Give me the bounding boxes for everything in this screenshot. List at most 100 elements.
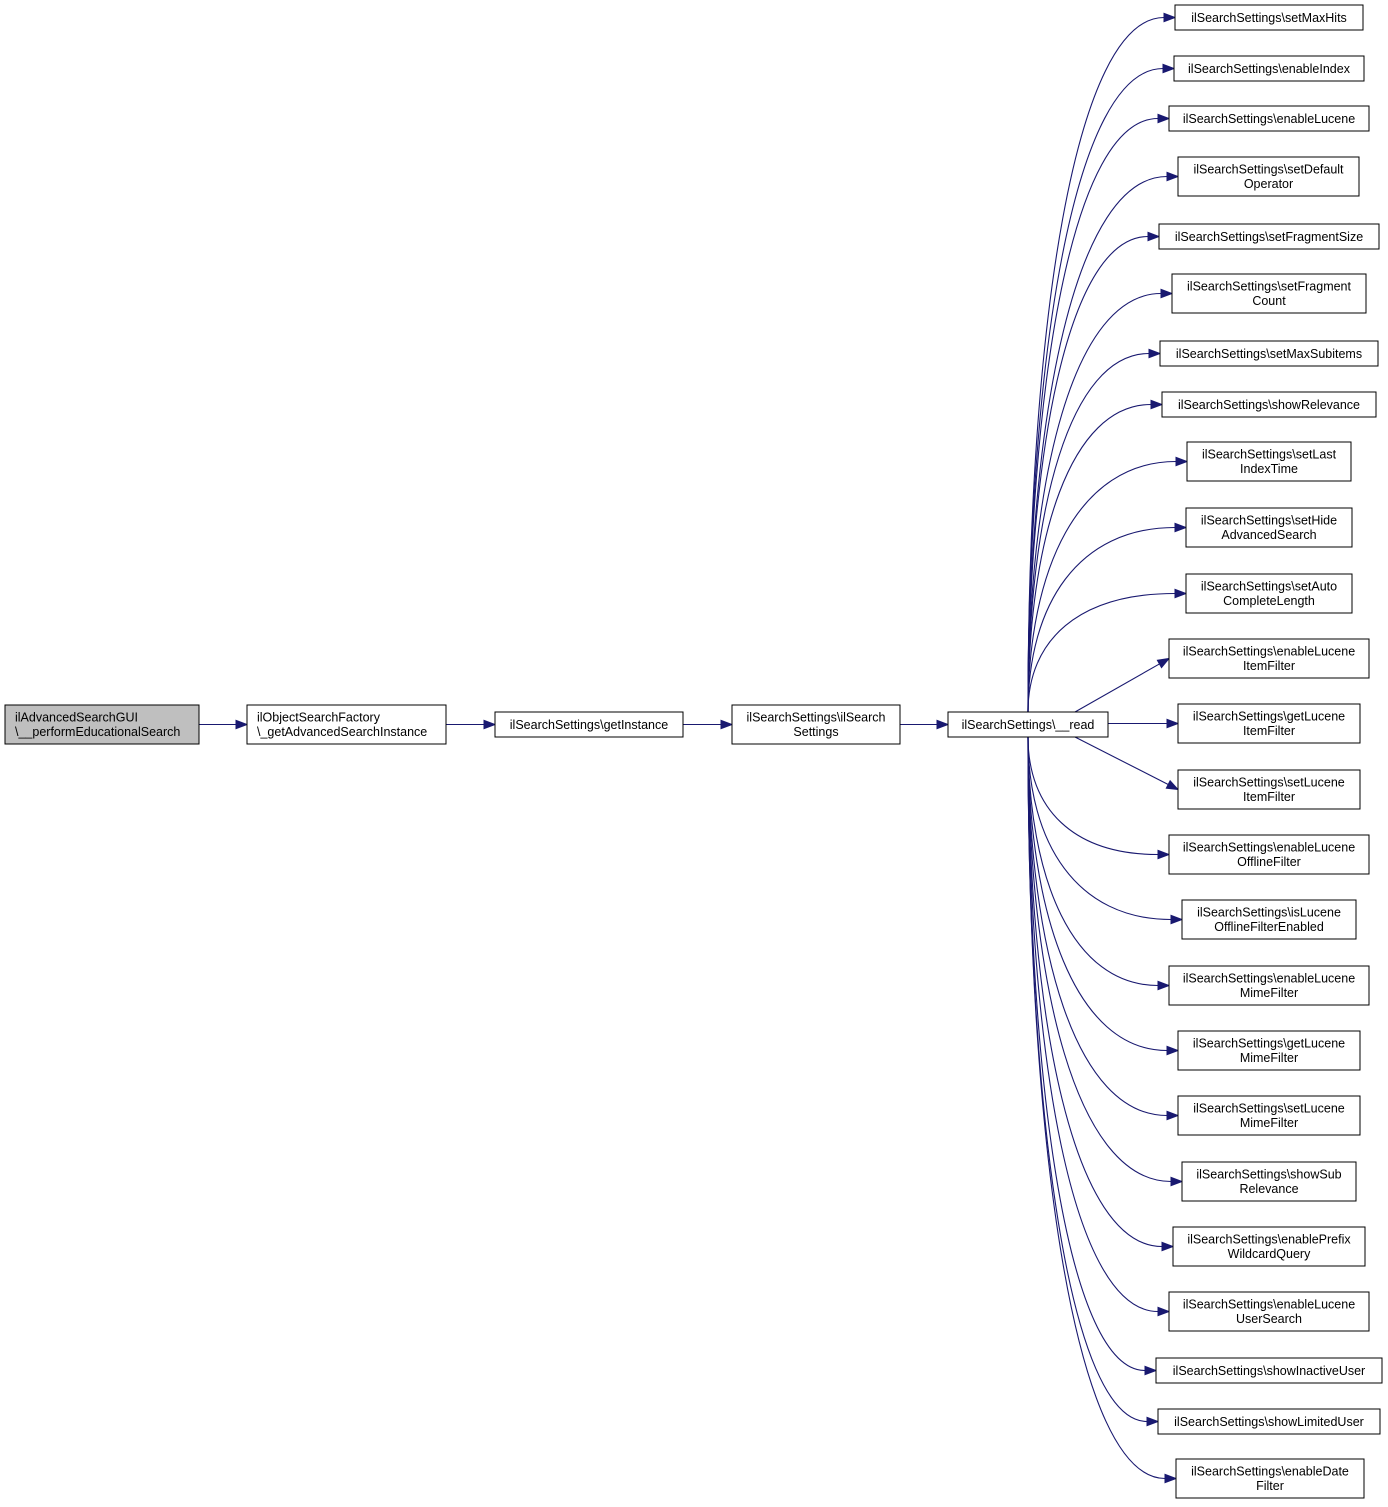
node-label-line: ilSearchSettings\setAuto: [1201, 579, 1337, 593]
edge-read-t14: [1074, 736, 1180, 791]
node-label-line: ilSearchSettings\__read: [962, 718, 1095, 732]
node-box: [1175, 1458, 1365, 1499]
node-label-line: ilSearchSettings\enableLucene: [1183, 644, 1355, 658]
edge-arrowhead: [936, 719, 950, 730]
edge-line: [1027, 736, 1159, 856]
edge-read-t13: [1108, 718, 1180, 729]
node-label-line: ilSearchSettings\showSub: [1196, 1167, 1341, 1181]
node-t01[interactable]: ilSearchSettings\setMaxHits: [1174, 4, 1364, 31]
node-label-line: Filter: [1256, 1479, 1284, 1493]
edge-read-t16: [1027, 736, 1184, 925]
node-label-line: ilSearchSettings\ilSearch: [747, 710, 886, 724]
node-label-line: Relevance: [1239, 1182, 1298, 1196]
edge-arrowhead: [1147, 231, 1161, 242]
edge-arrowhead: [1170, 914, 1184, 925]
edge-arrowhead: [1160, 288, 1174, 299]
edge-line: [1027, 736, 1168, 1052]
edge-arrowhead: [1165, 779, 1180, 791]
node-read[interactable]: ilSearchSettings\__read: [947, 711, 1109, 738]
node-box: [1168, 638, 1370, 679]
node-label-line: UserSearch: [1236, 1312, 1302, 1326]
edge-arrowhead: [1144, 1365, 1158, 1376]
node-t15[interactable]: ilSearchSettings\enableLuceneOfflineFilt…: [1168, 834, 1370, 875]
node-box: [1168, 834, 1370, 875]
node-getInstance[interactable]: ilSearchSettings\getInstance: [494, 711, 684, 738]
node-label-line: ilSearchSettings\getInstance: [510, 718, 668, 732]
edge-line: [1027, 526, 1176, 713]
node-label-line: WildcardQuery: [1228, 1247, 1311, 1261]
node-box: [1155, 1357, 1383, 1384]
edge-line: [1027, 460, 1177, 713]
edge-read-t09: [1027, 456, 1189, 713]
node-label-line: OfflineFilter: [1237, 855, 1301, 869]
node-label-line: ilAdvancedSearchGUI: [15, 710, 138, 724]
edge-read-t05: [1027, 231, 1161, 713]
node-label-line: ilSearchSettings\isLucene: [1197, 905, 1341, 919]
edge-arrowhead: [1164, 1473, 1178, 1484]
node-t23[interactable]: ilSearchSettings\showInactiveUser: [1155, 1357, 1383, 1384]
node-label-line: ItemFilter: [1243, 659, 1295, 673]
node-box: [1158, 223, 1380, 250]
node-label-line: OfflineFilterEnabled: [1214, 920, 1324, 934]
node-box: [1168, 965, 1370, 1006]
node-label-line: AdvancedSearch: [1221, 528, 1316, 542]
edge-line: [1027, 117, 1159, 713]
node-t08[interactable]: ilSearchSettings\showRelevance: [1161, 391, 1377, 418]
node-ctor[interactable]: ilSearchSettings\ilSearchSettings: [731, 704, 901, 745]
node-t02[interactable]: ilSearchSettings\enableIndex: [1173, 55, 1365, 82]
edge-read-t08: [1027, 399, 1164, 713]
edge-line: [1074, 663, 1160, 713]
node-label-line: \_getAdvancedSearchInstance: [257, 725, 427, 739]
node-box: [1161, 391, 1377, 418]
node-label-line: ilSearchSettings\enableLucene: [1183, 1297, 1355, 1311]
node-t03[interactable]: ilSearchSettings\enableLucene: [1168, 105, 1370, 132]
node-label-line: Count: [1252, 294, 1286, 308]
node-box: [731, 704, 901, 745]
edge-arrowhead: [1166, 718, 1180, 729]
edge-perform-factory: [199, 719, 249, 730]
node-box: [1168, 1291, 1370, 1332]
node-label-line: ilSearchSettings\setLast: [1202, 447, 1337, 461]
node-perform[interactable]: ilAdvancedSearchGUI\__performEducational…: [4, 704, 200, 745]
node-t16[interactable]: ilSearchSettings\isLuceneOfflineFilterEn…: [1181, 899, 1357, 940]
node-t07[interactable]: ilSearchSettings\setMaxSubitems: [1159, 340, 1379, 367]
node-label-line: ilSearchSettings\setHide: [1201, 513, 1337, 527]
node-label-line: MimeFilter: [1240, 1051, 1298, 1065]
edge-line: [1027, 736, 1172, 1183]
node-label-line: ilSearchSettings\getLucene: [1193, 709, 1345, 723]
node-t05[interactable]: ilSearchSettings\setFragmentSize: [1158, 223, 1380, 250]
node-box: [494, 711, 684, 738]
node-label-line: ilSearchSettings\enableLucene: [1183, 971, 1355, 985]
node-box: [1174, 4, 1364, 31]
node-box: [947, 711, 1109, 738]
node-t21[interactable]: ilSearchSettings\enablePrefixWildcardQue…: [1172, 1226, 1366, 1267]
edge-line: [1027, 736, 1159, 987]
node-factory[interactable]: ilObjectSearchFactory\_getAdvancedSearch…: [246, 704, 447, 745]
edge-arrowhead: [1148, 348, 1162, 359]
node-label-line: ilSearchSettings\setFragmentSize: [1175, 230, 1363, 244]
node-t24[interactable]: ilSearchSettings\showLimitedUser: [1157, 1408, 1381, 1435]
edge-line: [1027, 67, 1164, 713]
edge-line: [1027, 736, 1166, 1480]
edge-arrowhead: [1166, 1110, 1180, 1121]
node-box: [1177, 1095, 1361, 1136]
node-box: [1177, 156, 1360, 197]
edge-read-t19: [1027, 736, 1180, 1121]
edge-line: [1027, 403, 1152, 713]
edge-arrowhead: [483, 719, 497, 730]
